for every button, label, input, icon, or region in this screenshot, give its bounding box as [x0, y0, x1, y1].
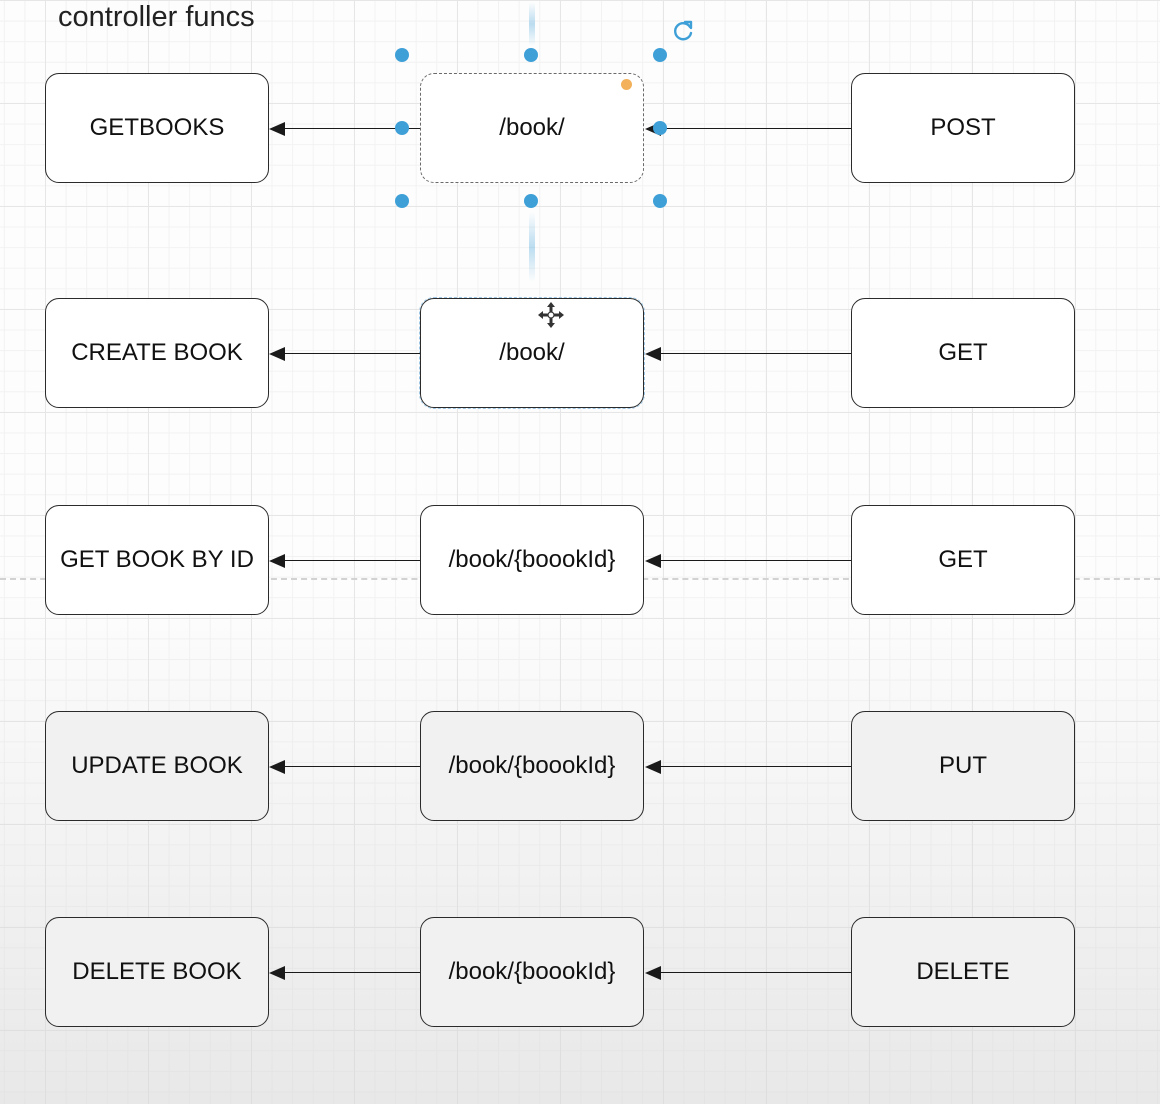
edge-method-to-route-3[interactable]	[660, 560, 851, 561]
func-box-create-book[interactable]: CREATE BOOK	[45, 298, 269, 408]
route-box-selected[interactable]: /book/	[420, 73, 644, 183]
move-cursor-icon	[538, 302, 564, 328]
edge-route-to-func-3[interactable]	[284, 560, 420, 561]
edge-method-to-route-1[interactable]	[660, 128, 851, 129]
resize-handle-w[interactable]	[395, 121, 409, 135]
method-box-get-1[interactable]: GET	[851, 298, 1075, 408]
resize-handle-e[interactable]	[653, 121, 667, 135]
edge-route-to-func-1[interactable]	[284, 128, 420, 129]
func-box-delete-book[interactable]: DELETE BOOK	[45, 917, 269, 1027]
method-box-post[interactable]: POST	[851, 73, 1075, 183]
edge-route-to-func-5[interactable]	[284, 972, 420, 973]
rotate-icon[interactable]	[670, 18, 696, 44]
resize-handle-sw[interactable]	[395, 194, 409, 208]
arrowhead-func-4	[269, 760, 285, 774]
func-box-get-book-by-id[interactable]: GET BOOK BY ID	[45, 505, 269, 615]
resize-handle-n[interactable]	[524, 48, 538, 62]
arrowhead-func-3	[269, 554, 285, 568]
resize-handle-se[interactable]	[653, 194, 667, 208]
alignment-guide-bottom	[529, 212, 535, 282]
connection-point[interactable]	[621, 79, 632, 90]
resize-handle-ne[interactable]	[653, 48, 667, 62]
method-box-put[interactable]: PUT	[851, 711, 1075, 821]
alignment-guide-top	[529, 2, 535, 46]
arrowhead-func-1	[269, 122, 285, 136]
func-box-update-book[interactable]: UPDATE BOOK	[45, 711, 269, 821]
arrowhead-route-4	[645, 760, 661, 774]
edge-route-to-func-2[interactable]	[284, 353, 420, 354]
route-box-book-2[interactable]: /book/	[419, 297, 645, 409]
func-box-getbooks[interactable]: GETBOOKS	[45, 73, 269, 183]
edge-route-to-func-4[interactable]	[284, 766, 420, 767]
edge-method-to-route-4[interactable]	[660, 766, 851, 767]
method-box-delete[interactable]: DELETE	[851, 917, 1075, 1027]
method-box-get-2[interactable]: GET	[851, 505, 1075, 615]
arrowhead-route-5	[645, 966, 661, 980]
resize-handle-s[interactable]	[524, 194, 538, 208]
edge-method-to-route-2[interactable]	[660, 353, 851, 354]
arrowhead-route-3	[645, 554, 661, 568]
route-box-bookid-1[interactable]: /book/{boookId}	[420, 505, 644, 615]
diagram-title[interactable]: controller funcs	[58, 1, 255, 33]
arrowhead-func-2	[269, 347, 285, 361]
resize-handle-nw[interactable]	[395, 48, 409, 62]
route-box-bookid-2[interactable]: /book/{boookId}	[420, 711, 644, 821]
arrowhead-route-2	[645, 347, 661, 361]
arrowhead-func-5	[269, 966, 285, 980]
route-box-bookid-3[interactable]: /book/{boookId}	[420, 917, 644, 1027]
edge-method-to-route-5[interactable]	[660, 972, 851, 973]
